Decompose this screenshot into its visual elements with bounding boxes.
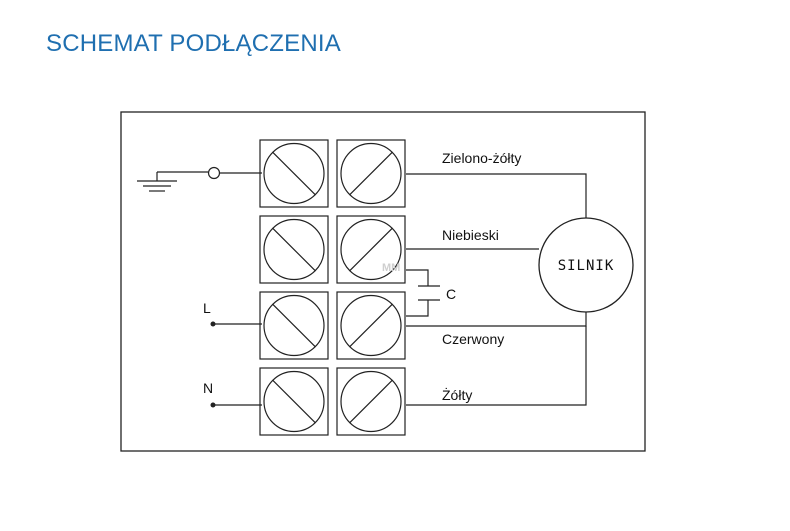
wire-red <box>406 312 587 327</box>
diagram-frame <box>120 111 646 452</box>
motor-circle <box>538 217 634 313</box>
terminal-label-l: L <box>203 300 211 316</box>
wire-label-yellow: Żółty <box>442 386 472 403</box>
motor-label: SILNIK <box>558 258 615 274</box>
terminal-label-n: N <box>203 380 213 396</box>
terminal-block-r4-c2 <box>336 367 406 436</box>
watermark: MM <box>382 262 400 274</box>
capacitor-icon <box>406 269 440 317</box>
page-title: SCHEMAT PODŁĄCZENIA <box>46 30 341 57</box>
terminal-block-r1-c2 <box>336 139 406 208</box>
wire-label-blue: Niebieski <box>442 227 499 243</box>
terminal-block-r3-c2 <box>336 291 406 360</box>
wire-yellow <box>406 326 587 406</box>
terminal-block-r2-c2 <box>336 215 406 284</box>
terminal-block-r1-c1 <box>259 139 329 208</box>
ground-icon <box>137 172 177 192</box>
ground-terminal <box>207 166 221 180</box>
terminal-block-r3-c1 <box>259 291 329 360</box>
terminal-block-r4-c1 <box>259 367 329 436</box>
terminal-block-r2-c1 <box>259 215 329 284</box>
capacitor-label: C <box>446 286 456 302</box>
wire-green-yellow <box>406 173 587 218</box>
wire-label-red: Czerwony <box>442 331 504 347</box>
wire-label-green-yellow: Zielono-żółty <box>442 150 521 166</box>
